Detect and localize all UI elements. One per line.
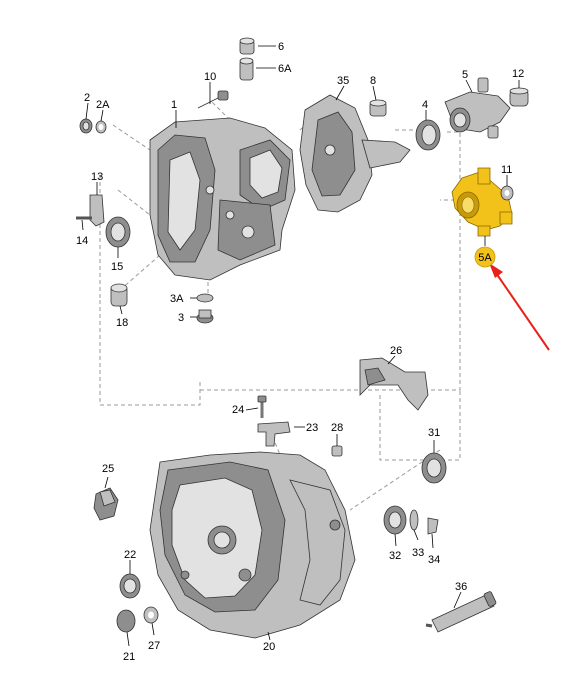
label-12: 12 [512, 68, 524, 80]
leader-lines [81, 45, 520, 647]
label-32: 32 [389, 550, 401, 562]
label-8: 8 [370, 75, 376, 87]
roller-bearing-part-18 [110, 283, 128, 307]
screw-part-24 [257, 395, 267, 418]
plug-part-27 [143, 606, 159, 624]
sleeve-part-6 [239, 37, 255, 55]
label-14: 14 [76, 235, 88, 247]
bush-part-8 [369, 99, 387, 117]
pin-part-28 [331, 445, 343, 457]
assembly-guide-lines [99, 99, 461, 511]
sleeve-part-6a [239, 57, 254, 81]
bearing-part-15 [105, 216, 131, 248]
label-21: 21 [123, 651, 135, 663]
label-35: 35 [337, 75, 349, 87]
label-18: 18 [116, 317, 128, 329]
seal-part-33 [409, 509, 419, 531]
sleeve-part-12 [509, 87, 529, 107]
label-2: 2 [84, 92, 90, 104]
seal-ring-part-2a [95, 120, 107, 134]
label-3a: 3A [170, 293, 184, 305]
flange-part-5 [444, 77, 511, 139]
label-25: 25 [102, 463, 114, 475]
label-11: 11 [501, 164, 512, 176]
label-6a: 6A [278, 63, 292, 75]
seal-part-4 [415, 119, 441, 151]
label-6: 6 [278, 41, 284, 53]
bolt-part-10 [197, 90, 229, 109]
label-22: 22 [124, 549, 136, 561]
bracket-part-26 [359, 357, 429, 411]
label-36: 36 [455, 581, 467, 593]
plug-part-3 [196, 309, 214, 324]
seal-part-3a [196, 293, 214, 303]
bearing-part-31 [421, 452, 447, 484]
label-23: 23 [306, 422, 318, 434]
flange-part-5a-highlighted [451, 167, 513, 237]
label-33: 33 [412, 547, 424, 559]
bracket-part-13 [89, 194, 105, 227]
label-10: 10 [204, 71, 216, 83]
label-24: 24 [232, 404, 244, 416]
bracket-part-34 [427, 517, 439, 535]
bearing-part-32 [383, 505, 407, 535]
label-27: 27 [148, 640, 160, 652]
pointer-arrow [489, 263, 550, 351]
label-1: 1 [171, 99, 177, 111]
label-15: 15 [111, 261, 123, 273]
label-13: 13 [91, 171, 103, 183]
label-28: 28 [331, 422, 343, 434]
label-2a: 2A [96, 99, 110, 111]
label-4: 4 [422, 99, 428, 111]
gearbox-housing-part-20 [149, 451, 356, 639]
label-5: 5 [462, 69, 468, 81]
label-5a-highlight-badge: 5A [474, 246, 496, 268]
cover-plate-part-35 [299, 94, 411, 213]
sealant-tube-part-36 [425, 591, 497, 633]
label-34: 34 [428, 554, 440, 566]
label-20: 20 [263, 641, 275, 653]
label-26: 26 [390, 345, 402, 357]
callout-labels: 1 2 2A 10 6 6A 35 8 4 5 12 11 13 14 15 1… [76, 41, 524, 663]
gearbox-housing-part-1 [149, 117, 296, 281]
label-5a: 5A [478, 252, 492, 264]
cap-part-25 [93, 487, 119, 521]
label-31: 31 [428, 427, 440, 439]
label-3: 3 [178, 312, 184, 324]
sensor-part-23 [257, 421, 291, 447]
plug-part-2 [79, 118, 93, 134]
cap-part-21 [116, 609, 136, 633]
nut-part-11 [500, 185, 514, 201]
seal-part-22 [119, 573, 141, 599]
